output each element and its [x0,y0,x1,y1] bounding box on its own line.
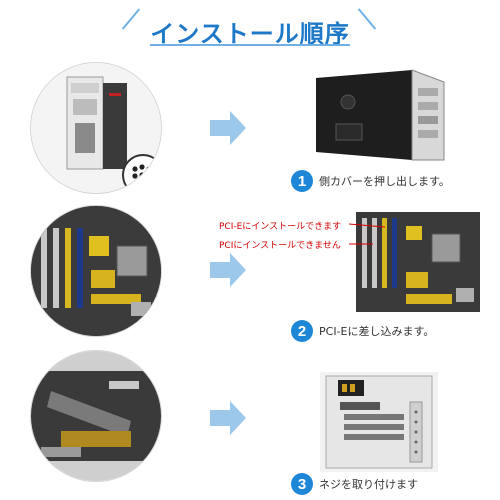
title-underline [150,44,350,46]
header: インストール順序 [0,0,500,52]
step-2: 2 PCI-Eに差し込みます。 [291,320,434,342]
step-3-text: ネジを取り付けます [319,478,418,491]
circle-image-card-install [30,350,162,482]
circle-image-pc-tower [30,62,162,194]
photo-case-bracket [320,372,438,472]
pc-tower-illustration [31,63,161,193]
motherboard-illustration [31,206,161,336]
callout-pci-not-installable: PCIにインストールできません [219,241,341,251]
arrow-right-icon [210,401,246,435]
photo-case-side-cover [312,68,448,164]
page-title: インストール順序 [150,20,350,48]
callout-pcie-leader [349,223,386,228]
arrow-right-icon [210,253,246,287]
step-1-text: 側カバーを押し出します。 [319,175,450,188]
step-1-badge: 1 [291,170,313,192]
callout-pci-leader [349,243,373,245]
photo-motherboard-slots [356,212,480,312]
arrow-right-icon [210,111,246,145]
step-2-text: PCI-Eに差し込みます。 [319,325,435,338]
callout-pcie-installable: PCI-Eにインストールできます [219,222,342,232]
step-1: 1 側カバーを押し出します。 [291,170,450,192]
step-3-badge: 3 [291,473,313,495]
step-2-badge: 2 [291,320,313,342]
card-install-illustration [31,351,161,481]
circle-image-motherboard [30,205,162,337]
step-3: 3 ネジを取り付けます [291,473,418,495]
